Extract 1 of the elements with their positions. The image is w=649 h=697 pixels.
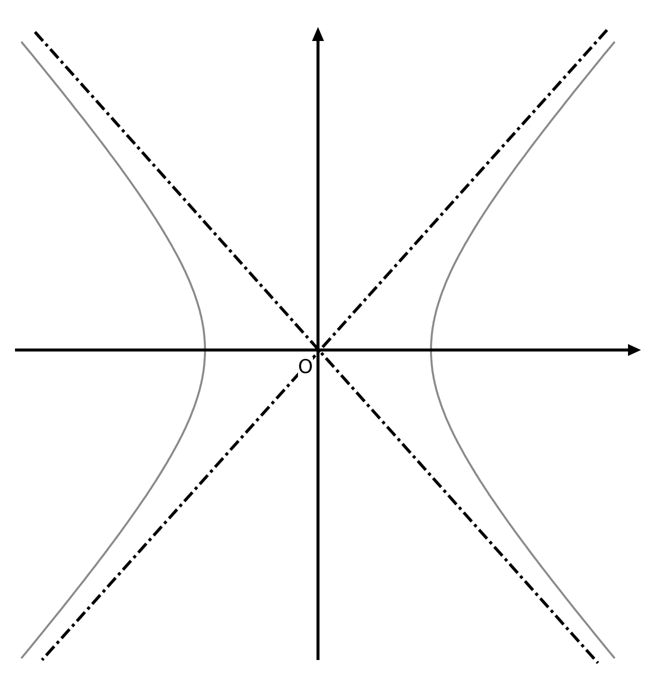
origin-label: O (298, 357, 313, 377)
